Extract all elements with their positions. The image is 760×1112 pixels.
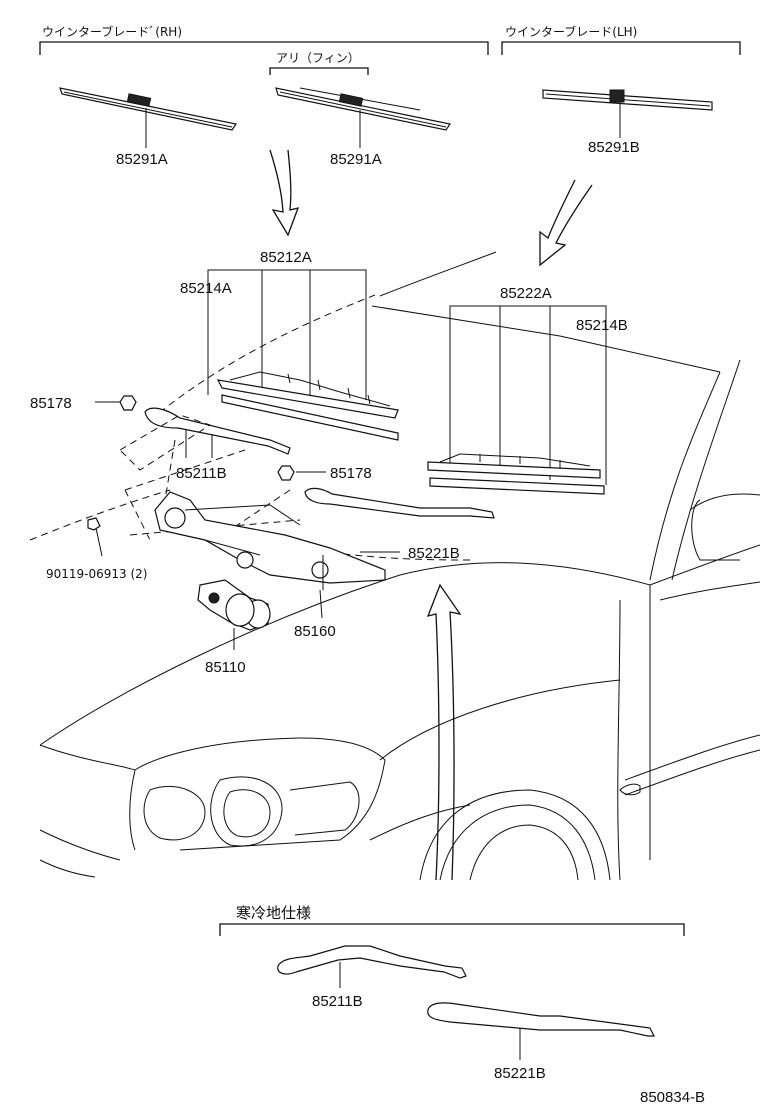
cold-spec-title: 寒冷地仕様 [236,904,311,922]
label-85110: 85110 [205,659,246,676]
wiper-arm-lh [304,487,495,519]
label-85178-2: 85178 [330,465,372,482]
label-85222a: 85222A [500,285,552,302]
label-85160: 85160 [294,623,336,640]
label-85291b: 85291B [588,139,640,156]
label-85212a: 85212A [260,249,312,266]
cold-spec-bracket [219,923,685,936]
label-85214b: 85214B [576,317,628,334]
label-85291a-1: 85291A [116,151,168,168]
label-85291a-2: 85291A [330,151,382,168]
label-85221b-1: 85221B [408,545,460,562]
group-fin-title: アリ（フィン） [276,51,360,65]
bolt-90119 [87,517,103,557]
winter-blade-rh [59,87,237,148]
nut-85178-rh [95,395,137,411]
label-90119: 90119-06913 (2) [46,567,148,581]
winter-blade-rh-fin [275,87,451,148]
guide-dash-1 [119,414,212,471]
wiper-link-85160 [154,491,386,619]
wiper-motor-85110 [197,579,271,650]
label-85221b-2: 85221B [494,1065,546,1082]
nut-85178-lh [277,465,326,481]
wiper-arm-cold-lh [427,1002,655,1060]
winter-blade-lh [542,89,713,138]
wiper-arm-rh [144,407,291,458]
wiper-blade-rh: 85212A 85214A [180,249,399,441]
label-85178-1: 85178 [30,395,72,412]
car-body-outline [29,251,760,881]
label-85211b-2: 85211B [312,993,363,1010]
arrow-down-rh [269,149,300,237]
arrow-down-lh [539,179,593,267]
arrow-up-cold [426,583,462,881]
wiper-arm-cold-rh [277,945,467,988]
label-85211b-1: 85211B [176,465,227,482]
wiper-blade-lh: 85222A 85214B [427,285,628,495]
group-rh-title: ウインターブレードﾞ(RH) [42,24,182,39]
group-brackets [39,41,741,75]
group-lh-title: ウインターブレード(LH) [505,24,637,39]
guide-dash-3 [229,489,291,531]
figure-code: 850834-B [640,1089,705,1106]
label-85214a: 85214A [180,280,232,297]
